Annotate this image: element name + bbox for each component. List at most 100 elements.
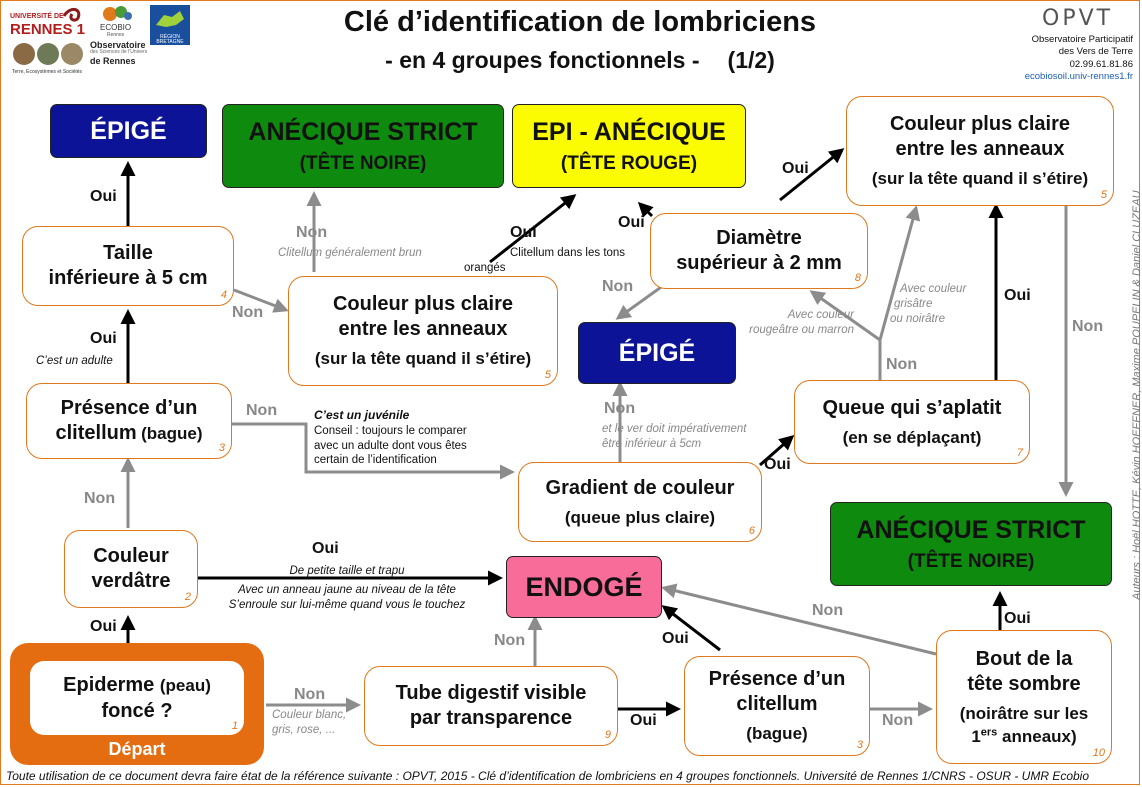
q6-line1: Gradient de couleur [545, 476, 735, 499]
opvt-phone: 02.99.61.81.86 [1069, 58, 1133, 70]
label-oui-n1: Oui [90, 618, 117, 635]
question-9[interactable]: Tube digestif visible par transparence 9 [364, 666, 618, 746]
label-non-n5b: Non [1072, 318, 1104, 335]
arrow-split-n5b [878, 205, 921, 341]
note-juvenile-title: C’est un juvénile [314, 408, 410, 422]
osur-line2: de Rennes [90, 56, 136, 67]
note-rouge-l1: Avec couleur [787, 309, 854, 321]
q4-line1: Taille [103, 242, 153, 264]
q1-line1: Epiderme (peau) [63, 672, 211, 698]
tes-text: Terre, Ecosystèmes et Sociétés [12, 69, 83, 75]
result-label: ANÉCIQUE STRICT [248, 117, 478, 146]
q5b-line3: (sur la tête quand il s’étire) [871, 169, 1089, 189]
result-anecique-strict-right: ANÉCIQUE STRICT (TÊTE NOIRE) [830, 502, 1112, 586]
result-epi-anecique: EPI - ANÉCIQUE(TÊTE ROUGE) [512, 104, 746, 188]
arrow-n8-epian [637, 201, 654, 218]
q5b-number: 5 [1100, 189, 1107, 202]
result-sublabel: (TÊTE NOIRE) [299, 152, 427, 174]
result-sublabel: (TÊTE ROUGE) [560, 152, 698, 174]
question-6[interactable]: Gradient de couleur (queue plus claire) … [518, 462, 762, 542]
question-5-left[interactable]: Couleur plus claire entre les anneaux (s… [288, 276, 558, 386]
opvt-logo: OPVT [1042, 6, 1114, 31]
arrow-n3a-n6 [232, 422, 515, 480]
page-subtitle: - en 4 groupes fonctionnels -(1/2) [260, 47, 900, 74]
q3a-line1: Présence d’un [60, 397, 198, 419]
note-orange-l2: orangés [464, 261, 506, 274]
q3a-text-b: (bague) [141, 424, 203, 443]
q3b-line3: (bague) [746, 724, 808, 744]
start-node[interactable]: Epiderme (peau) foncé ? 1 Départ [10, 643, 264, 765]
q10-number: 10 [1092, 747, 1105, 760]
note-brun: Clitellum généralement brun [278, 247, 422, 259]
note-adulte: C’est un adulte [36, 355, 113, 367]
q3b-number: 3 [856, 739, 863, 752]
result-label: ENDOGÉ [525, 571, 643, 602]
osur-line1: Observatoire [90, 40, 146, 50]
q9-line2: par transparence [409, 707, 573, 729]
univ-line2: RENNES 1 [10, 21, 86, 38]
q7-line1: Queue qui s’aplatit [822, 396, 1002, 419]
result-sublabel: (TÊTE NOIRE) [907, 550, 1035, 572]
question-2[interactable]: Couleur verdâtre 2 [64, 530, 198, 608]
ecobio-name: ECOBIO [100, 23, 132, 32]
q10-l4sup: ers [980, 726, 998, 739]
result-anecique-strict-top: ANÉCIQUE STRICT (TÊTE NOIRE) [222, 104, 504, 188]
region-name: RÉGION BRETAGNE [156, 34, 184, 45]
q3b-line1: Présence d’un [708, 668, 846, 691]
label-oui-n10: Oui [1004, 610, 1031, 627]
note-epige5-l2: être inférieur à 5cm [602, 437, 702, 450]
opvt-url[interactable]: ecobiosoil.univ-rennes1.fr [1024, 71, 1133, 83]
question-3-left[interactable]: Présence d’un clitellum (bague) 3 [26, 383, 232, 459]
question-5-right[interactable]: Couleur plus claire entre les anneaux (s… [846, 96, 1114, 206]
q2-line1: Couleur [93, 545, 169, 567]
worm-icon [62, 8, 81, 22]
question-1[interactable]: Epiderme (peau) foncé ? 1 [30, 661, 244, 735]
arrow-n5a-epian [489, 194, 577, 264]
q1-text-a: Epiderme [63, 674, 155, 696]
q3b-line2: clitellum [736, 693, 818, 716]
note-rouge-l2: rougeâtre ou marron [749, 323, 854, 336]
label-oui-n6: Oui [764, 456, 791, 473]
label-non-n5a: Non [296, 224, 328, 241]
label-non-n10: Non [812, 602, 844, 619]
page-title: Clé d’identification de lombriciens [343, 6, 817, 38]
q3a-text: clitellum [55, 422, 137, 444]
question-10[interactable]: Bout de la tête sombre (noirâtre sur les… [936, 630, 1112, 764]
label-oui-n3a: Oui [90, 330, 117, 347]
opvt-info: Observatoire Participatif des Vers de Te… [985, 34, 1133, 83]
note-orange: Clitellum dans les tons orangés [464, 246, 625, 276]
start-label: Départ [108, 739, 166, 759]
arrow-n10-endo [661, 583, 937, 656]
subtitle-text: - en 4 groupes fonctionnels - [385, 47, 700, 73]
note-verdatre: De petite taille et trapu Avec un anneau… [198, 564, 496, 613]
arrow-split-n8 [809, 290, 881, 342]
note-juvenile-l2: avec un adulte dont vous êtes [314, 439, 467, 452]
label-non-n3a: Non [246, 402, 278, 419]
label-oui-n3b: Oui [662, 630, 689, 647]
q3a-line2: clitellum (bague) [56, 421, 203, 446]
question-3-right[interactable]: Présence d’un clitellum (bague) 3 [684, 656, 870, 756]
osur-small: des Sciences de l’Univers [90, 49, 148, 56]
label-oui-n8-left: Oui [618, 214, 645, 231]
result-label: ÉPIGÉ [618, 339, 696, 367]
note-orange-l1: Clitellum dans les tons [510, 247, 626, 259]
q6-line2: (queue plus claire) [564, 507, 716, 527]
photo-circles-icon [13, 43, 83, 65]
arrow-n4-n5a [233, 288, 289, 313]
result-epige-middle: ÉPIGÉ [578, 322, 736, 384]
q8-line2: supérieur à 2 mm [676, 252, 842, 274]
note-gris-l2: grisâtre [894, 297, 933, 310]
ecobio-logo: ECOBIO Rennes [94, 2, 142, 38]
result-label: ANÉCIQUE STRICT [856, 515, 1086, 544]
question-7[interactable]: Queue qui s’aplatit (en se déplaçant) 7 [794, 380, 1030, 464]
q8-number: 8 [854, 272, 861, 285]
bretagne-map-icon [156, 11, 184, 27]
question-8[interactable]: Diamètre supérieur à 2 mm 8 [650, 213, 868, 289]
q10-l4a: 1 [971, 727, 981, 746]
question-4[interactable]: Taille inférieure à 5 cm 4 [22, 226, 234, 306]
label-oui-n4: Oui [90, 188, 117, 205]
q1-text-b: (peau) [159, 676, 211, 695]
note-juvenile-l1: Conseil : toujours le comparer [314, 424, 467, 437]
